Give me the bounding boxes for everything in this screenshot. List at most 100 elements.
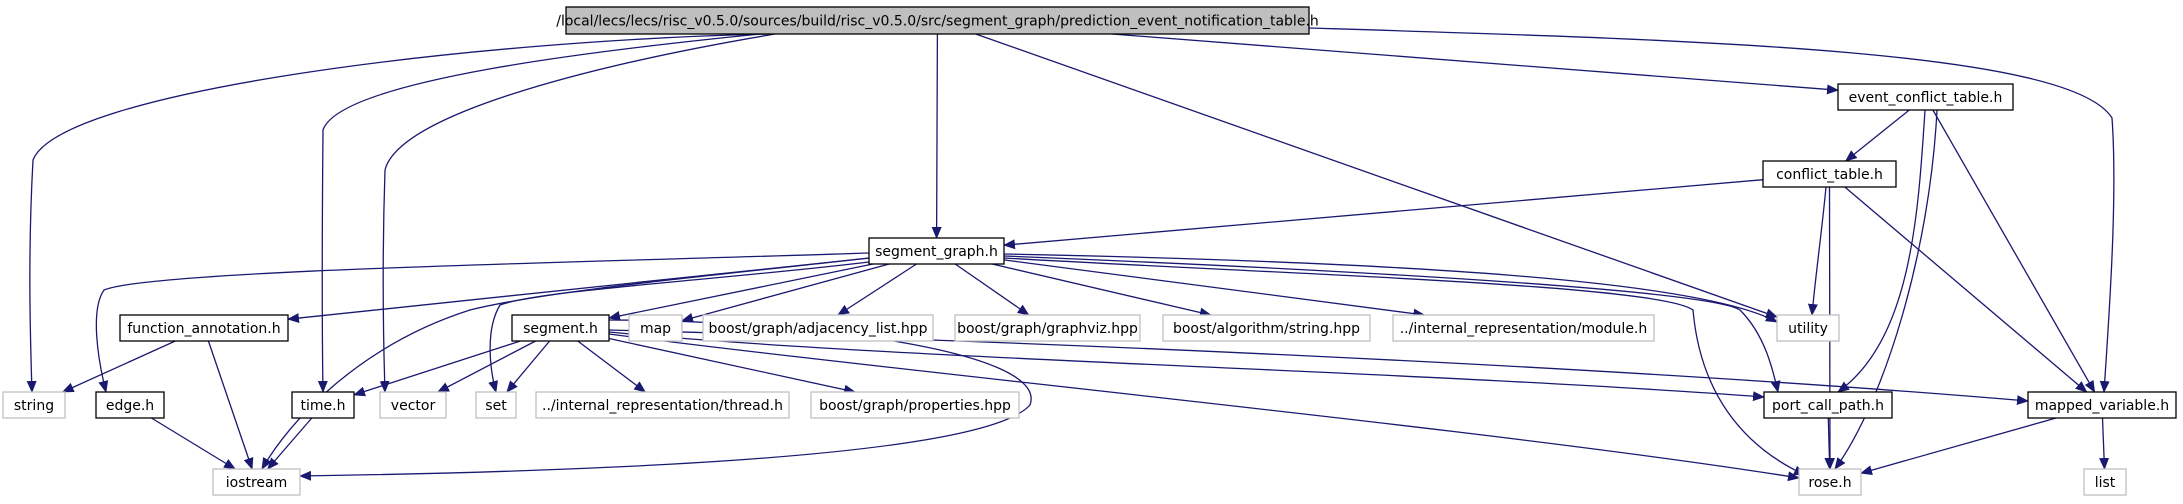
node-box-time xyxy=(291,391,355,419)
node-box-list xyxy=(2083,468,2127,496)
node-properties: boost/graph/properties.hpp xyxy=(810,391,1020,419)
edge-segment_graph-to-utility xyxy=(1003,253,1778,323)
edge-segment_graph-to-algorithm_string xyxy=(992,263,1212,318)
node-adjacency_list: boost/graph/adjacency_list.hpp xyxy=(702,314,934,342)
node-box-segment xyxy=(511,314,610,342)
node-box-map xyxy=(628,314,683,342)
node-label-set: set xyxy=(485,398,507,414)
node-segment[interactable]: segment.h xyxy=(511,314,610,342)
node-box-function_annotation xyxy=(119,314,289,342)
node-box-graphviz xyxy=(954,314,1141,342)
node-box-rose xyxy=(1798,468,1862,496)
edge-segment-to-properties xyxy=(608,337,857,395)
node-label-properties: boost/graph/properties.hpp xyxy=(819,398,1011,414)
node-label-time: time.h xyxy=(301,398,346,414)
node-event_conflict_table[interactable]: event_conflict_table.h xyxy=(1837,83,2014,111)
node-label-map: map xyxy=(640,321,671,337)
edge-conflict_table-to-segment_graph xyxy=(1003,179,1764,250)
edge-segment-to-rose xyxy=(608,333,1800,482)
node-function_annotation[interactable]: function_annotation.h xyxy=(119,314,289,342)
edge-segment_graph-to-graphviz xyxy=(954,263,1030,316)
edge-event_conflict_table-to-conflict_table xyxy=(1844,109,1910,162)
edge-segment_graph-to-rose xyxy=(1003,257,1806,476)
edge-segment-to-time xyxy=(353,340,521,397)
edge-segment_graph-to-port_call_path xyxy=(1003,255,1781,393)
edge-conflict_table-to-utility xyxy=(1807,186,1827,316)
edge-mapped_variable-to-rose xyxy=(1860,417,2057,476)
node-vector: vector xyxy=(379,391,447,419)
edge-root-to-string xyxy=(26,33,771,393)
node-module: ../internal_representation/module.h xyxy=(1392,314,1655,342)
node-root[interactable]: /local/lecs/lecs/risc_v0.5.0/sources/bui… xyxy=(556,6,1319,35)
edge-segment_graph-to-edge xyxy=(95,252,870,393)
edge-mapped_variable-to-list xyxy=(2099,417,2110,470)
edge-root-to-segment_graph xyxy=(931,33,942,239)
edge-edge-to-iostream xyxy=(151,417,236,470)
node-box-event_conflict_table xyxy=(1837,83,2014,111)
node-segment_graph[interactable]: segment_graph.h xyxy=(868,237,1005,265)
edge-conflict_table-to-mapped_variable xyxy=(1844,186,2088,393)
edge-segment_graph-to-adjacency_list xyxy=(837,263,917,316)
node-label-graphviz: boost/graph/graphviz.hpp xyxy=(957,321,1138,337)
node-label-module: ../internal_representation/module.h xyxy=(1400,321,1648,337)
node-graphviz: boost/graph/graphviz.hpp xyxy=(954,314,1141,342)
node-rose: rose.h xyxy=(1798,468,1862,496)
node-thread: ../internal_representation/thread.h xyxy=(535,391,790,419)
node-box-utility xyxy=(1776,314,1840,342)
node-label-segment_graph: segment_graph.h xyxy=(875,244,998,260)
node-box-segment_graph xyxy=(868,237,1005,265)
node-set: set xyxy=(475,391,517,419)
node-label-iostream: iostream xyxy=(226,475,288,491)
node-label-root: /local/lecs/lecs/risc_v0.5.0/sources/bui… xyxy=(556,14,1319,30)
node-label-utility: utility xyxy=(1788,321,1828,337)
node-label-port_call_path: port_call_path.h xyxy=(1772,398,1884,414)
node-box-iostream xyxy=(212,468,301,496)
node-port_call_path[interactable]: port_call_path.h xyxy=(1763,391,1893,419)
edge-function_annotation-to-iostream xyxy=(207,340,254,470)
node-label-list: list xyxy=(2095,475,2116,491)
node-label-edge: edge.h xyxy=(106,398,154,414)
edge-root-to-time xyxy=(317,33,761,393)
nodes-layer: /local/lecs/lecs/risc_v0.5.0/sources/bui… xyxy=(2,6,2177,496)
node-box-string xyxy=(2,391,66,419)
edge-root-to-utility xyxy=(975,33,1778,319)
node-box-properties xyxy=(810,391,1020,419)
node-map: map xyxy=(628,314,683,342)
edge-segment-to-set xyxy=(506,340,551,393)
edge-root-to-vector xyxy=(379,33,776,393)
edge-function_annotation-to-string xyxy=(61,340,176,393)
edge-segment_graph-to-set xyxy=(488,261,870,393)
node-edge[interactable]: edge.h xyxy=(95,391,165,419)
node-box-set xyxy=(475,391,517,419)
node-label-function_annotation: function_annotation.h xyxy=(127,321,280,337)
node-label-string: string xyxy=(14,398,54,414)
node-box-port_call_path xyxy=(1763,391,1893,419)
node-box-thread xyxy=(535,391,790,419)
node-box-algorithm_string xyxy=(1162,314,1371,342)
node-box-conflict_table xyxy=(1762,160,1897,188)
node-label-conflict_table: conflict_table.h xyxy=(1776,167,1883,183)
edge-segment-to-port_call_path xyxy=(608,331,1765,402)
node-label-rose: rose.h xyxy=(1808,475,1851,491)
edge-event_conflict_table-to-rose xyxy=(1834,109,1938,470)
edge-event_conflict_table-to-mapped_variable xyxy=(1932,109,2096,393)
node-label-segment: segment.h xyxy=(523,321,598,337)
node-algorithm_string: boost/algorithm/string.hpp xyxy=(1162,314,1371,342)
node-label-vector: vector xyxy=(391,398,436,414)
node-time[interactable]: time.h xyxy=(291,391,355,419)
node-conflict_table[interactable]: conflict_table.h xyxy=(1762,160,1897,188)
edge-time-to-iostream xyxy=(267,417,313,470)
node-box-edge xyxy=(95,391,165,419)
node-label-adjacency_list: boost/graph/adjacency_list.hpp xyxy=(709,321,928,337)
node-mapped_variable[interactable]: mapped_variable.h xyxy=(2027,391,2177,419)
edge-segment_graph-to-segment xyxy=(608,263,874,321)
node-box-mapped_variable xyxy=(2027,391,2177,419)
node-label-event_conflict_table: event_conflict_table.h xyxy=(1849,90,2003,106)
edge-root-to-mapped_variable xyxy=(1308,27,2115,393)
node-box-root xyxy=(565,6,1310,35)
node-iostream: iostream xyxy=(212,468,301,496)
edge-port_call_path-to-rose xyxy=(1824,417,1835,470)
node-utility: utility xyxy=(1776,314,1840,342)
node-box-module xyxy=(1392,314,1655,342)
node-label-mapped_variable: mapped_variable.h xyxy=(2035,398,2169,414)
